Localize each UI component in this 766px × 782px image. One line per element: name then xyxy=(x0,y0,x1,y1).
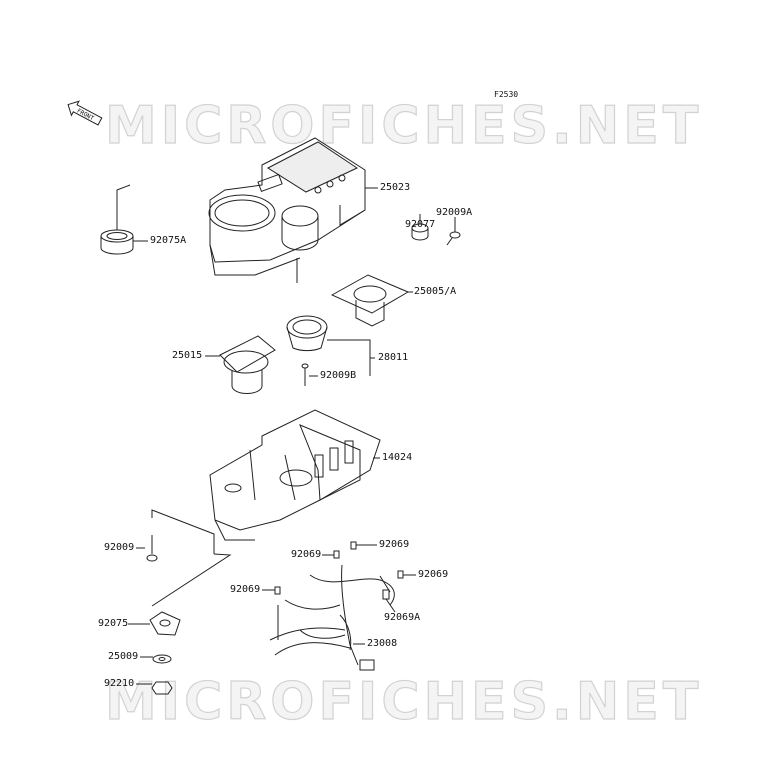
part-label-25005A: 25005/A xyxy=(414,286,457,297)
bulb-92069A xyxy=(382,589,390,600)
part-label-92069-a: 92069 xyxy=(379,539,410,550)
meter-cover-25023 xyxy=(208,137,366,276)
leader-92069A xyxy=(385,598,396,613)
screw-92009A xyxy=(446,231,461,246)
meter-case-14024 xyxy=(209,409,381,541)
part-label-92069-b: 92069 xyxy=(291,549,322,560)
part-label-25015: 25015 xyxy=(172,350,203,361)
part-label-92069A: 92069A xyxy=(384,612,421,623)
part-label-92009A: 92009A xyxy=(436,207,473,218)
harness-23008 xyxy=(269,564,395,671)
tachometer-28011 xyxy=(286,315,328,352)
nut-92210 xyxy=(151,681,173,695)
part-label-92075: 92075 xyxy=(98,618,129,629)
front-arrow-icon: FRONT xyxy=(67,100,103,126)
part-label-14024: 14024 xyxy=(382,452,413,463)
part-label-92009B: 92009B xyxy=(320,370,357,381)
leader-case-left xyxy=(151,509,215,554)
grommet-92075A xyxy=(100,229,134,255)
part-label-92009: 92009 xyxy=(104,542,135,553)
part-label-25023: 25023 xyxy=(380,182,411,193)
part-label-92069-c: 92069 xyxy=(418,569,449,580)
bulb-92069-c xyxy=(397,570,404,579)
speedometer-25015 xyxy=(219,335,276,394)
part-label-28011: 28011 xyxy=(378,352,409,363)
bracket-92075 xyxy=(149,611,181,636)
watermark-bottom: MICROFICHES.NET xyxy=(104,671,703,732)
leader-grommet-up xyxy=(116,184,131,230)
part-label-92069-d: 92069 xyxy=(230,584,261,595)
meter-unit-25005A xyxy=(330,274,410,327)
watermark-top: MICROFICHES.NET xyxy=(104,95,703,156)
screw-92009 xyxy=(146,535,158,562)
bulb-92069-d xyxy=(274,586,281,595)
bulb-92069-a xyxy=(350,541,357,550)
part-label-92210: 92210 xyxy=(104,678,135,689)
screw-92009B xyxy=(301,363,309,386)
part-label-92075A: 92075A xyxy=(150,235,187,246)
part-label-23008: 23008 xyxy=(367,638,398,649)
diagram-code: F2530 xyxy=(494,90,519,99)
leader-28011 xyxy=(327,339,371,376)
bulb-92069-b xyxy=(333,550,340,559)
leader-case-down xyxy=(151,553,232,607)
washer-25009 xyxy=(152,654,172,664)
part-label-92077: 92077 xyxy=(405,219,436,230)
part-label-25009: 25009 xyxy=(108,651,139,662)
